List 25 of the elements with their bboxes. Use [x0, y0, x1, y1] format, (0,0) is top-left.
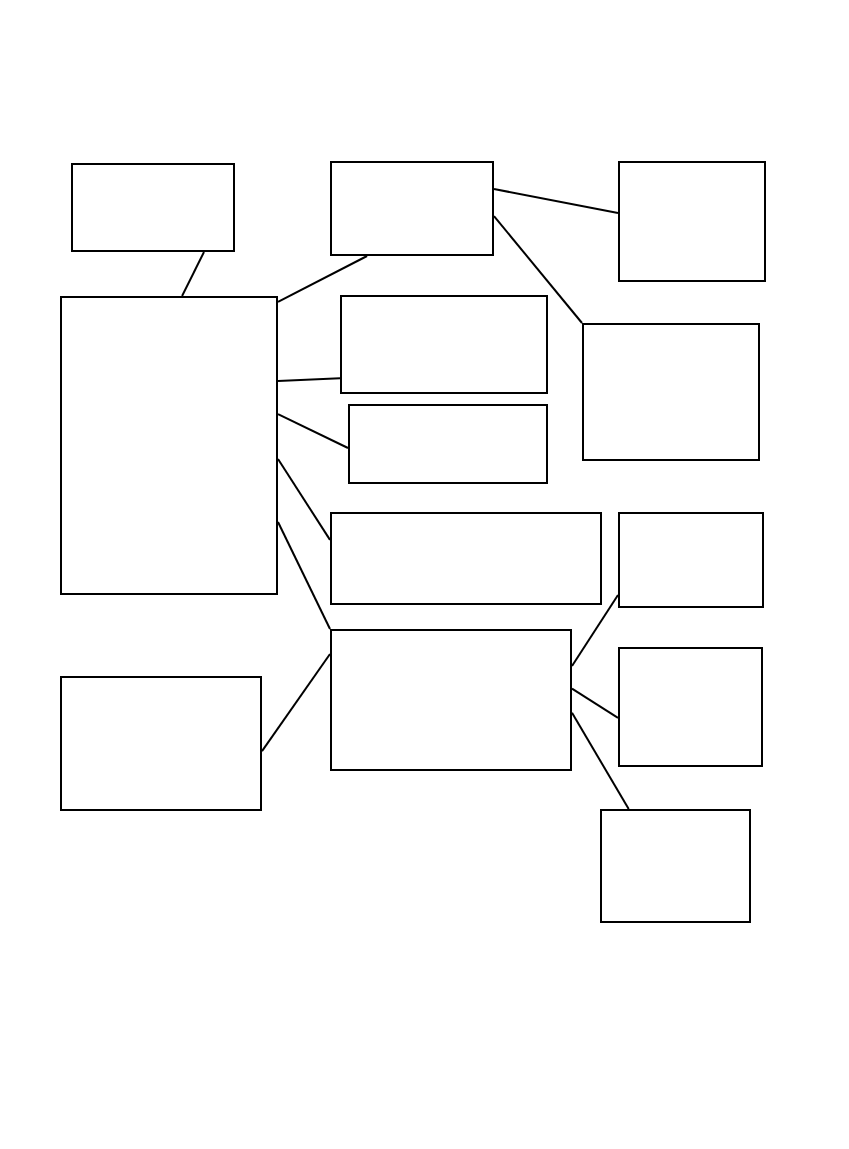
- empty-box: [348, 404, 548, 484]
- empty-box: [340, 295, 548, 394]
- connector-line: [571, 687, 619, 719]
- empty-box: [600, 809, 751, 923]
- connector-line: [277, 255, 369, 303]
- connector-line: [181, 251, 205, 297]
- empty-box: [330, 161, 494, 256]
- empty-box: [618, 512, 764, 608]
- connector-line: [493, 215, 583, 324]
- connector-line: [571, 711, 630, 810]
- connector-line: [277, 377, 341, 382]
- empty-box: [618, 647, 763, 767]
- empty-box: [60, 676, 262, 811]
- connector-line: [261, 653, 331, 753]
- empty-box: [330, 629, 572, 771]
- connector-line: [277, 413, 349, 449]
- connector-line: [571, 594, 619, 667]
- empty-box: [618, 161, 766, 282]
- empty-box: [60, 296, 278, 595]
- empty-box: [330, 512, 602, 605]
- connector-line: [277, 457, 331, 541]
- empty-box: [71, 163, 235, 252]
- connector-line: [493, 188, 619, 215]
- empty-box: [582, 323, 760, 461]
- connector-line: [277, 521, 331, 630]
